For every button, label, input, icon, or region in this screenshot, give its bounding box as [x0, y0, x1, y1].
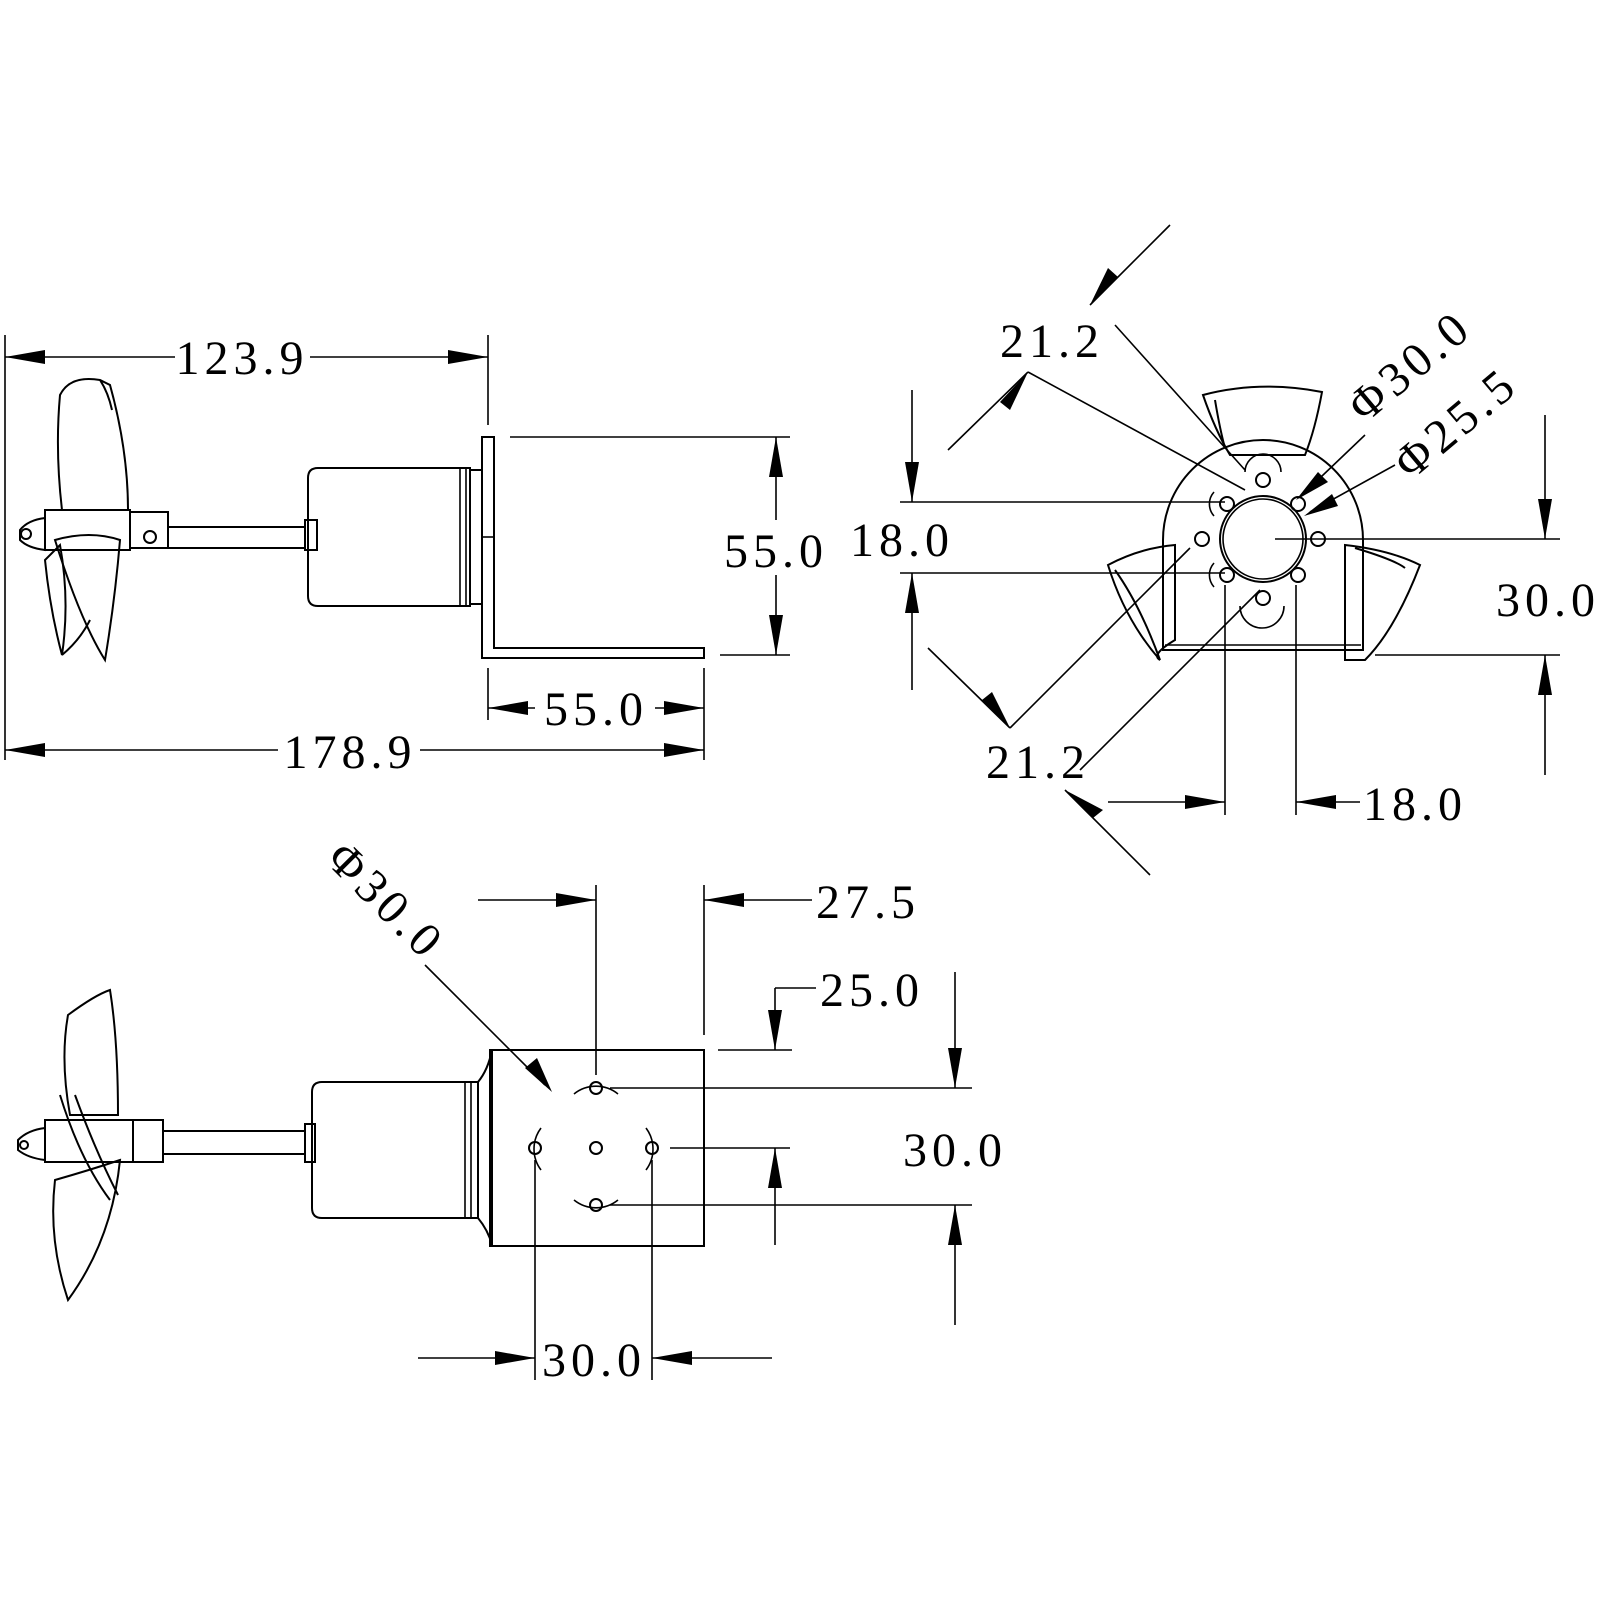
top-view: Φ30.0 27.5 25.0 — [17, 831, 1007, 1387]
dim-overall-length: 178.9 — [5, 726, 704, 779]
dim-offset-x: 27.5 — [478, 876, 920, 1075]
dim-label-55-0-vertical: 55.0 — [724, 525, 828, 578]
dim-base-height: 30.0 — [1375, 415, 1600, 775]
dim-diag-bottom: 21.2 — [927, 547, 1261, 876]
propeller-end — [1106, 385, 1422, 661]
dim-label-27-5: 27.5 — [816, 876, 920, 929]
side-view: 123.9 178.9 55.0 55.0 — [4, 332, 828, 779]
dim-label-phi-30-0-top: Φ30.0 — [316, 831, 455, 970]
dim-label-25-0: 25.0 — [820, 964, 924, 1017]
dim-horizontal-spacing-top: 30.0 — [418, 1160, 772, 1387]
dim-label-178-9: 178.9 — [284, 726, 417, 779]
dim-vertical-spacing: 18.0 — [850, 390, 1225, 690]
dim-label-30-0-end: 30.0 — [1496, 574, 1600, 627]
dim-label-18-0-vertical: 18.0 — [850, 514, 954, 567]
dim-label-30-0-top-vertical: 30.0 — [903, 1124, 1007, 1177]
dim-horizontal-spacing: 18.0 — [1108, 585, 1467, 831]
propeller-top — [17, 988, 164, 1303]
dim-prop-to-bracket: 123.9 — [5, 332, 488, 385]
dim-offset-y: 25.0 — [670, 964, 924, 1245]
propeller — [19, 378, 169, 663]
dim-vertical-spacing-top: 30.0 — [610, 972, 1007, 1325]
shaft — [168, 519, 318, 551]
mount-holes-end — [1194, 453, 1326, 629]
dim-label-55-0-horizontal: 55.0 — [544, 683, 648, 736]
motor-top — [311, 1049, 493, 1246]
end-view: 21.2 21.2 Φ30.0 Φ25.5 — [850, 224, 1600, 876]
dim-label-30-0-top-horizontal: 30.0 — [542, 1334, 646, 1387]
dim-label-18-0-horizontal: 18.0 — [1363, 778, 1467, 831]
dim-label-21-2-bottom: 21.2 — [986, 736, 1090, 789]
leader-phi30-top: Φ30.0 — [316, 831, 552, 1092]
dim-bracket-height: 55.0 — [724, 437, 828, 655]
mount-holes-top — [528, 1081, 659, 1212]
mount-bracket — [481, 436, 705, 659]
dim-bracket-base: 55.0 — [488, 683, 704, 736]
dim-label-123-9: 123.9 — [176, 332, 309, 385]
motor-end-body — [1162, 439, 1364, 651]
dim-label-21-2-top: 21.2 — [1000, 315, 1104, 368]
dim-diag-top: 21.2 — [947, 224, 1246, 491]
motor — [307, 467, 483, 607]
